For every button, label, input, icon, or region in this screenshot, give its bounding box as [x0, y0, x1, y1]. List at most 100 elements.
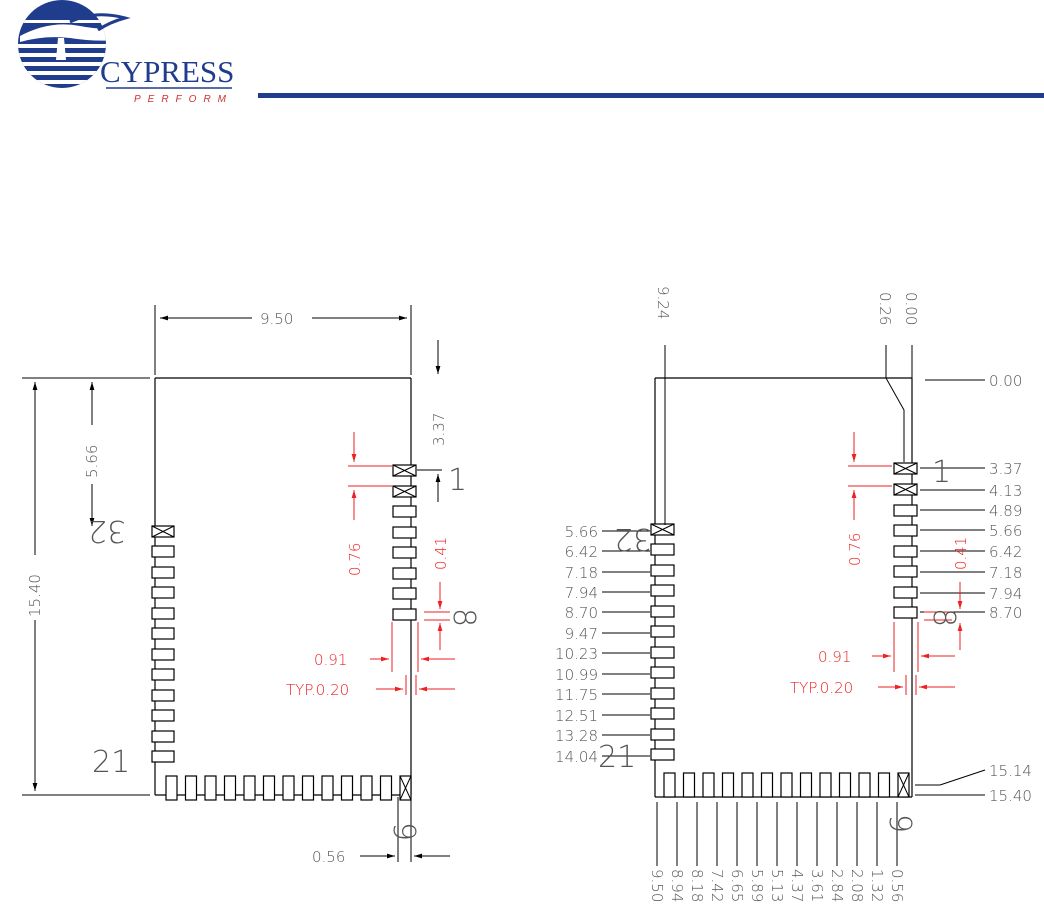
- right-pad-left-4: [650, 605, 675, 618]
- left-side-label-10: 13.28: [555, 727, 598, 745]
- right-pad-height-label: 0.41: [952, 537, 970, 570]
- left-pad-left-7: [151, 668, 175, 681]
- left-pin9-offset-label: 0.56: [312, 848, 345, 866]
- right-pad-left-10: [650, 728, 675, 741]
- bottom-label-9: 2.84: [828, 869, 846, 902]
- left-pad-bottom-8: [321, 775, 334, 801]
- bottom-label-2: 8.18: [688, 869, 706, 902]
- left-pad-bottom-12-cross: [399, 775, 412, 801]
- left-view: 9.50 15.40 5.66 3.37 0.76: [22, 305, 481, 866]
- right-pad-left-5: [650, 625, 675, 638]
- left-side-label-7: 10.99: [555, 666, 598, 684]
- bottom-label-4: 6.65: [728, 869, 746, 902]
- right-pad-left-3: [650, 584, 675, 597]
- right-side-label-4: 5.66: [989, 522, 1022, 540]
- left-pad-right-7: [392, 587, 417, 600]
- logo-tagline-text: PERFORM: [134, 94, 233, 105]
- right-pad-left-6: [650, 646, 675, 659]
- right-pin8-label: 8: [926, 608, 961, 627]
- bottom-label-0: 9.50: [648, 869, 666, 902]
- left-pad-width-dimension: [376, 675, 455, 695]
- right-leader-line: [939, 769, 986, 786]
- left-side-label-11: 14.04: [555, 748, 598, 766]
- bottom-label-11: 1.32: [868, 869, 886, 902]
- left-pad-right-3: [392, 505, 417, 518]
- right-side-label-6: 7.18: [989, 564, 1022, 582]
- left-width-dimension: [154, 305, 412, 375]
- right-pad-bottom-3: [721, 772, 735, 798]
- right-pad-right-5: [893, 545, 918, 558]
- right-pad-width-dimension: [878, 675, 955, 695]
- left-pad-left-2: [151, 566, 175, 579]
- right-top-label-1: 0.26: [876, 292, 894, 325]
- right-pad-bottom-6: [780, 772, 793, 798]
- right-pad-bottom-5: [760, 772, 774, 798]
- right-pad-bottom-1: [682, 772, 696, 798]
- right-pad-bottom-10: [858, 772, 871, 798]
- left-width-label: 9.50: [260, 310, 293, 328]
- right-side-label-8: 8.70: [989, 604, 1022, 622]
- left-pad-right-2-cross: [392, 485, 417, 498]
- left-pad-left-3: [151, 586, 175, 599]
- right-module-outline: [654, 377, 913, 798]
- left-pad-bottom-9: [340, 775, 354, 801]
- bottom-label-6: 5.13: [768, 869, 786, 902]
- left-pad-right-8: [392, 608, 417, 621]
- right-pad-width-label: TYP.0.20: [790, 679, 853, 697]
- bottom-label-8: 3.61: [808, 869, 826, 902]
- right-pad-left-1: [650, 543, 675, 556]
- right-pad-left-0-cross: [650, 523, 675, 536]
- left-pin1-offset-label: 3.37: [430, 413, 448, 446]
- left-pin9-offset-dimension: [360, 797, 450, 862]
- left-side-label-9: 12.51: [555, 707, 598, 725]
- logo-brand-text: CYPRESS: [100, 54, 234, 89]
- right-pad-left-2: [650, 564, 675, 577]
- left-pad-right-1-cross: [392, 464, 417, 477]
- left-pad-right-4: [392, 526, 417, 539]
- bottom-label-3: 7.42: [708, 869, 726, 902]
- right-pad-right-3: [893, 504, 918, 517]
- left-pin21-label: 21: [92, 745, 130, 780]
- right-pitch-label: 0.76: [846, 533, 864, 566]
- left-pad-left-4: [151, 607, 175, 620]
- right-top-label-2: 0.00: [902, 292, 920, 325]
- bottom-label-5: 5.89: [748, 869, 766, 902]
- left-pad-bottom-7: [301, 775, 315, 801]
- right-pad-right-6: [893, 565, 918, 578]
- right-side-label-0: 0.00: [989, 372, 1022, 390]
- left-pad-bottom-3: [223, 775, 237, 801]
- right-pin9-label: 9: [882, 814, 917, 833]
- right-side-label-10: 15.40: [989, 787, 1032, 805]
- right-side-label-1: 3.37: [989, 460, 1022, 478]
- right-pad-left-7: [650, 666, 675, 679]
- left-pin32-offset-label: 5.66: [83, 445, 101, 478]
- left-side-label-3: 7.94: [565, 584, 598, 602]
- right-pitch-dimension: [848, 432, 892, 520]
- left-side-label-4: 8.70: [565, 604, 598, 622]
- right-pin21-label: 21: [598, 740, 636, 775]
- right-pad-right-8: [893, 606, 918, 619]
- left-height-label: 15.40: [26, 574, 44, 617]
- left-pin8-label: 8: [446, 608, 481, 627]
- right-pad-bottom-0: [663, 772, 676, 798]
- right-side-label-9: 15.14: [989, 762, 1032, 780]
- left-pad-bottom-4: [243, 775, 256, 801]
- logo-globe-icon: [18, 0, 131, 88]
- left-side-label-5: 9.47: [565, 625, 598, 643]
- left-pads: [151, 464, 417, 801]
- right-pad-bottom-11: [877, 772, 891, 798]
- right-pad-bottom-2: [702, 772, 715, 798]
- left-pad-left-0-cross: [151, 525, 175, 538]
- left-side-label-6: 10.23: [555, 645, 598, 663]
- right-pin1-label: 1: [932, 455, 951, 490]
- left-pad-bottom-11: [379, 775, 393, 801]
- right-pad-bottom-7: [799, 772, 813, 798]
- right-side-label-5: 6.42: [989, 543, 1022, 561]
- right-side-label-7: 7.94: [989, 585, 1022, 603]
- right-side-label-2: 4.13: [989, 482, 1022, 500]
- left-pad-width-label: TYP.0.20: [286, 681, 349, 699]
- right-top-leaders: [664, 345, 913, 525]
- left-side-label-0: 5.66: [565, 523, 598, 541]
- right-pad-right-1-cross: [893, 462, 918, 475]
